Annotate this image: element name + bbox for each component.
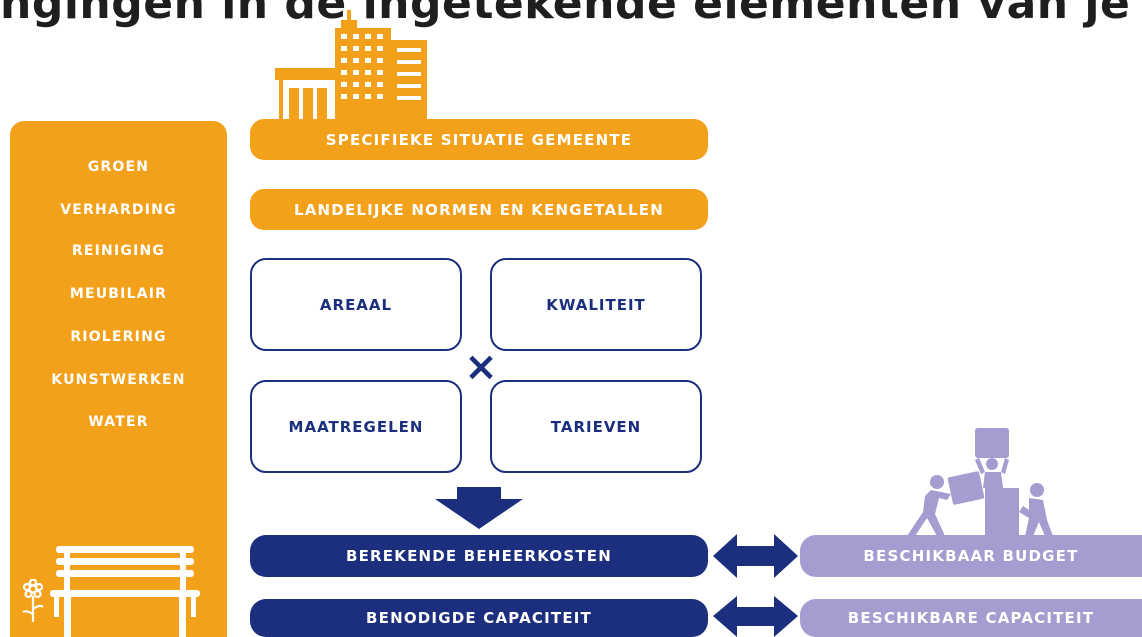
box-tarieven: TARIEVEN (490, 380, 702, 473)
available-capacity-label: BESCHIKBARE CAPACITEIT (800, 599, 1142, 637)
box-maatregelen: MAATREGELEN (250, 380, 462, 473)
category-meubilair: MEUBILAIR (69, 286, 168, 302)
calculated-costs-label: BEREKENDE BEHEERKOSTEN (250, 535, 708, 577)
building-icon (275, 10, 427, 122)
category-reiniging: REINIGING (71, 243, 166, 259)
flower-icon (22, 579, 44, 622)
down-arrow-icon (435, 487, 523, 529)
page-title: ngingen in de ingetekende elementen van … (0, 0, 1142, 29)
category-riolering: RIOLERING (70, 329, 167, 345)
workers-icon (907, 428, 1053, 536)
box-kwaliteit: KWALITEIT (490, 258, 702, 351)
category-verharding: VERHARDING (60, 202, 177, 218)
specific-situation-label: SPECIFIEKE SITUATIE GEMEENTE (250, 119, 708, 160)
required-capacity-label: BENODIGDE CAPACITEIT (250, 599, 708, 637)
national-norms-label: LANDELIJKE NORMEN EN KENGETALLEN (250, 189, 708, 230)
category-water: WATER (88, 414, 149, 430)
box-areaal: AREAAL (250, 258, 462, 351)
available-budget-label: BESCHIKBAAR BUDGET (800, 535, 1142, 577)
bench-icon (50, 546, 200, 637)
category-kunstwerken: KUNSTWERKEN (51, 372, 186, 388)
category-groen: GROEN (87, 159, 150, 175)
category-sidebar: GROEN VERHARDING REINIGING MEUBILAIR RIO… (10, 121, 227, 637)
multiply-operator: × (464, 344, 498, 390)
double-arrow-icon (713, 534, 798, 578)
double-arrow-icon (713, 596, 798, 637)
